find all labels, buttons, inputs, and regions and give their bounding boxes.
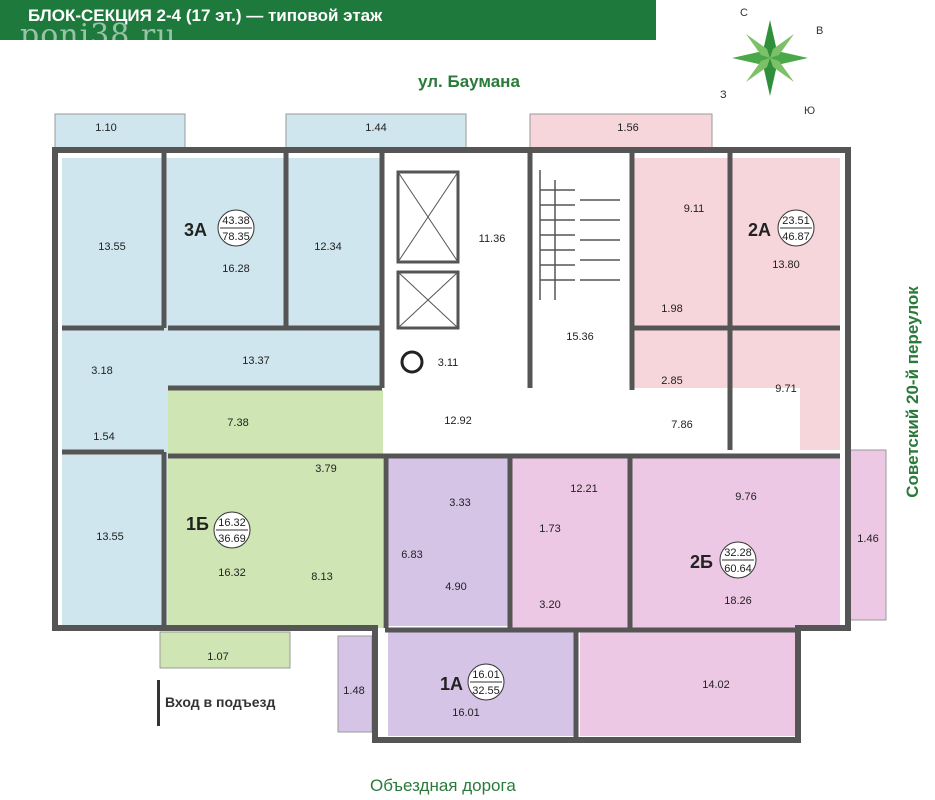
room-area: 9.71 — [775, 383, 796, 395]
balcony-area: 1.46 — [857, 533, 878, 545]
apt-total: 46.87 — [782, 231, 810, 243]
balcony-area: 1.10 — [95, 122, 116, 134]
room-area: 13.55 — [96, 531, 124, 543]
room-area: 2.85 — [661, 375, 682, 387]
room-area: 16.28 — [222, 263, 250, 275]
apt-2b-badge: 2Б 32.28 60.64 — [690, 541, 757, 579]
apt-1b-badge: 1Б 16.32 36.69 — [186, 511, 251, 549]
room-area: 8.13 — [311, 571, 332, 583]
room-area: 12.34 — [314, 241, 342, 253]
apt-2b-room — [580, 630, 800, 736]
entrance-label: Вход в подъезд — [165, 694, 276, 710]
balcony-4 — [159, 631, 291, 669]
apt-name: 2Б — [690, 552, 713, 572]
compass-n: С — [740, 7, 748, 19]
room-area: 13.80 — [772, 259, 800, 271]
stairs — [539, 170, 620, 300]
apt-name: 1А — [440, 674, 463, 694]
apt-3a-badge: 3А 43.38 78.35 — [184, 209, 255, 247]
balcony-6 — [337, 635, 373, 733]
shaft-icon — [400, 350, 424, 374]
apt-living: 16.01 — [472, 669, 500, 681]
outer-wall — [52, 147, 851, 743]
room-area: 14.02 — [702, 679, 730, 691]
room-area: 3.20 — [539, 599, 560, 611]
street-bottom-label: Объездная дорога — [370, 776, 516, 795]
apt-2a-badge: 2А 23.51 46.87 — [748, 209, 815, 247]
room-area: 9.76 — [735, 491, 756, 503]
apt-1b-area — [168, 390, 383, 628]
apt-total: 36.69 — [218, 533, 246, 545]
room-area: 11.36 — [479, 233, 506, 245]
apt-living: 23.51 — [782, 215, 810, 227]
apt-3a-hall — [168, 328, 382, 388]
room-area: 3.11 — [438, 357, 459, 369]
apt-living: 32.28 — [724, 547, 752, 559]
balcony-area: 1.07 — [207, 651, 228, 663]
room-area: 13.55 — [98, 241, 126, 253]
apt-living: 43.38 — [222, 215, 250, 227]
room-area: 15.36 — [566, 331, 594, 343]
room-area: 7.86 — [671, 419, 692, 431]
room-area: 3.18 — [91, 365, 112, 377]
header-bar: БЛОК-СЕКЦИЯ 2-4 (17 эт.) — типовой этаж … — [0, 0, 656, 53]
apt-name: 2А — [748, 220, 771, 240]
room-area: 6.83 — [401, 549, 422, 561]
balcony-3 — [529, 113, 713, 149]
apt-total: 78.35 — [222, 231, 250, 243]
room-area: 12.21 — [570, 483, 598, 495]
apt-2b-area — [512, 456, 840, 628]
apt-total: 32.55 — [472, 685, 500, 697]
room-area: 18.26 — [724, 595, 752, 607]
compass-e: В — [816, 25, 823, 37]
apt-name: 1Б — [186, 514, 209, 534]
entrance-line — [157, 680, 160, 726]
balcony-area: 1.44 — [365, 122, 386, 134]
room-area: 9.11 — [684, 203, 705, 215]
room-area: 3.79 — [315, 463, 336, 475]
apt-1a-area — [388, 456, 510, 626]
room-area: 13.37 — [242, 355, 270, 367]
room-area: 1.54 — [93, 431, 114, 443]
watermark: poni38.ru — [20, 18, 177, 53]
room-area: 16.01 — [452, 707, 480, 719]
compass-s: Ю — [804, 105, 815, 117]
street-top-label: ул. Баумана — [418, 72, 520, 91]
lift-2 — [396, 270, 460, 330]
room-area: 3.33 — [449, 497, 470, 509]
room-area: 1.98 — [661, 303, 682, 315]
lift-1 — [396, 170, 460, 264]
room-area: 16.32 — [218, 567, 246, 579]
compass-icon: С В Ю З — [720, 7, 823, 117]
room-area: 4.90 — [445, 581, 466, 593]
apt-name: 3А — [184, 220, 207, 240]
apt-living: 16.32 — [218, 517, 246, 529]
page-title: БЛОК-СЕКЦИЯ 2-4 (17 эт.) — типовой этаж — [28, 6, 383, 25]
apt-total: 60.64 — [724, 563, 752, 575]
balcony-area: 1.56 — [617, 122, 638, 134]
entrance-marker: Вход в подъезд — [157, 680, 292, 726]
compass-w: З — [720, 89, 727, 101]
apt-1a-badge: 1А 16.01 32.55 — [440, 663, 505, 701]
room-area: 1.73 — [539, 523, 560, 535]
room-area: 7.38 — [227, 417, 248, 429]
balcony-area: 1.48 — [343, 685, 364, 697]
room-area: 12.92 — [444, 415, 472, 427]
